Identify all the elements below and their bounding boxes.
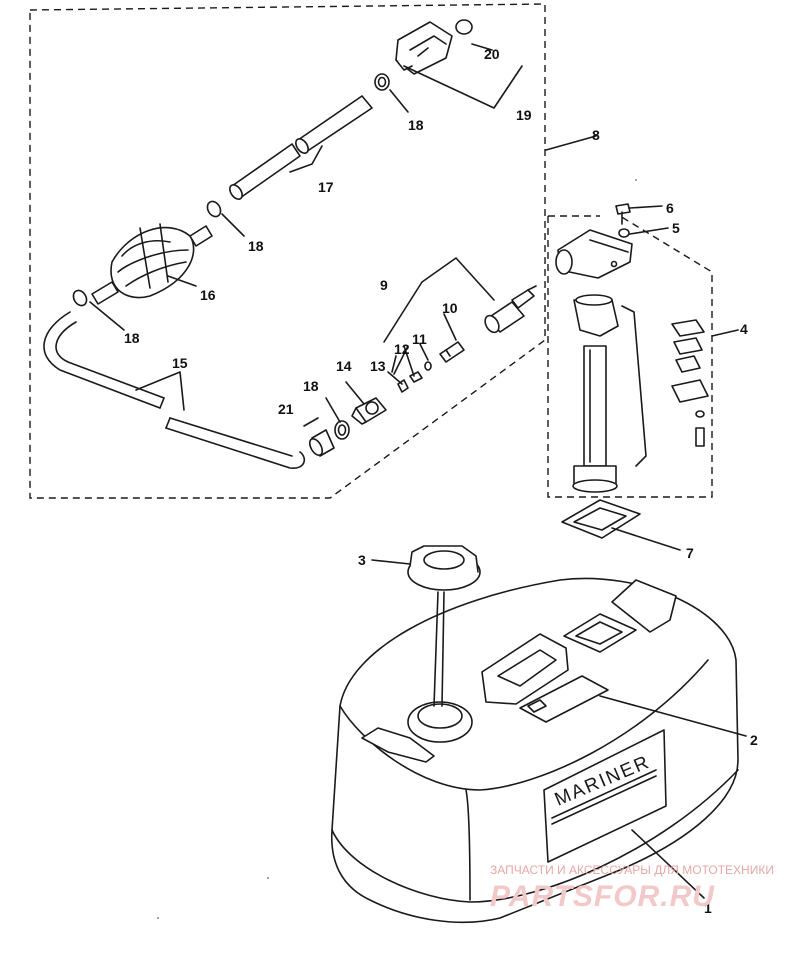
callout-labels: 20 19 18 17 18 16 18 15 21 18 14 13 12 1… (124, 46, 758, 916)
watermark: ЗАПЧАСТИ И АКСЕССУАРЫ ДЛЯ МОТОТЕХНИКИ PA… (490, 863, 774, 913)
check-valve (439, 341, 465, 363)
callout-18-low: 18 (303, 378, 319, 394)
callout-15: 15 (172, 355, 188, 371)
callout-6: 6 (666, 200, 674, 216)
pickup-assembly-boundary (547, 215, 713, 498)
o-ring-small (424, 361, 432, 371)
tank-connector (484, 285, 537, 334)
hose-connector (308, 429, 335, 457)
scan-specks (157, 179, 637, 919)
callout-4: 4 (740, 321, 748, 337)
float-rod (621, 305, 647, 467)
callout-20: 20 (484, 46, 500, 62)
callout-14: 14 (336, 358, 352, 374)
pickup-housing (555, 229, 633, 279)
callout-19: 19 (516, 107, 532, 123)
pickup-gasket (561, 499, 641, 539)
o-ring (455, 19, 473, 35)
callout-18-top: 18 (408, 117, 424, 133)
callout-1: 1 (704, 900, 712, 916)
callout-18-mid: 18 (248, 238, 264, 254)
callout-2: 2 (750, 732, 758, 748)
hose-clamp-lower (334, 420, 350, 440)
callout-5: 5 (672, 220, 680, 236)
fuel-tank: MARINER (330, 577, 739, 924)
callout-3: 3 (358, 552, 366, 568)
cap-guide-line (433, 591, 445, 707)
callout-8: 8 (592, 127, 600, 143)
callout-11: 11 (412, 331, 427, 347)
fuel-line-kit-boundary (29, 3, 546, 499)
pickup-tube (572, 345, 618, 493)
leader-lines (89, 43, 747, 899)
callout-7: 7 (686, 545, 694, 561)
callout-17: 17 (318, 179, 334, 195)
callout-13: 13 (370, 358, 386, 374)
callout-12: 12 (394, 341, 410, 357)
hose-clamp-upper (374, 73, 390, 91)
fuel-cap (407, 545, 481, 591)
primer-hose-upper (229, 95, 373, 200)
callout-16: 16 (200, 287, 216, 303)
callout-18-left: 18 (124, 330, 140, 346)
gauge-gaskets (671, 319, 709, 447)
primer-hose-lower (43, 311, 306, 469)
washer (618, 228, 630, 238)
watermark-caption: ЗАПЧАСТИ И АКСЕССУАРЫ ДЛЯ МОТОТЕХНИКИ (490, 863, 774, 877)
watermark-site: PARTSFOR.RU (490, 880, 715, 913)
float-cup (573, 294, 619, 337)
primer-bulb (72, 200, 222, 307)
callout-10: 10 (442, 300, 458, 316)
screw (615, 203, 631, 225)
small-fitting (409, 371, 423, 383)
callout-9: 9 (380, 277, 388, 293)
callout-21: 21 (278, 401, 294, 417)
elbow-fitting (351, 397, 387, 425)
